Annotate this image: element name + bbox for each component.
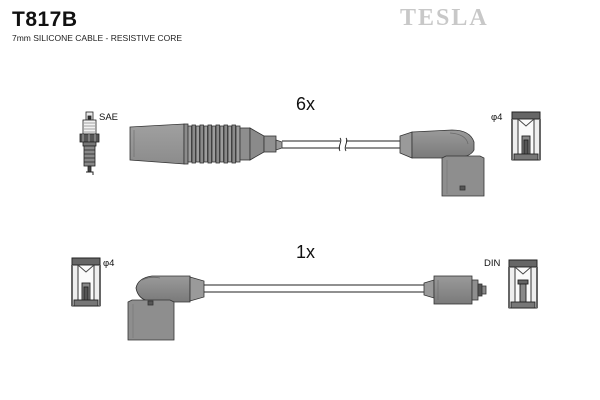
lead-1-right-label: φ4: [491, 112, 503, 123]
lead-1: [79, 111, 541, 197]
angled-boot-left: [127, 275, 205, 341]
distributor-boot-angled: [399, 129, 485, 197]
plug-boot-straight: [129, 123, 283, 165]
cable-description: 7mm SILICONE CABLE - RESISTIVE CORE: [12, 33, 183, 43]
lead-2-cable: [204, 284, 424, 293]
terminal-4mm-left-icon: [71, 257, 101, 307]
spark-plug-icon: [79, 111, 100, 175]
brand-logo: TESLA: [400, 5, 489, 31]
lead-1-cable: [282, 137, 402, 152]
lead-2-quantity: 1x: [296, 242, 316, 262]
boot-ribs: [187, 124, 241, 164]
part-number-title: T817B: [12, 8, 78, 31]
terminal-din-icon: [508, 259, 538, 309]
lead-2: [71, 257, 538, 341]
terminal-4mm-icon: [511, 111, 541, 161]
coil-boot-straight: [423, 275, 487, 305]
lead-1-left-label: SAE: [99, 112, 119, 123]
lead-2-left-label: φ4: [103, 258, 115, 269]
lead-2-right-label: DIN: [484, 258, 501, 269]
lead-1-quantity: 6x: [296, 94, 316, 114]
